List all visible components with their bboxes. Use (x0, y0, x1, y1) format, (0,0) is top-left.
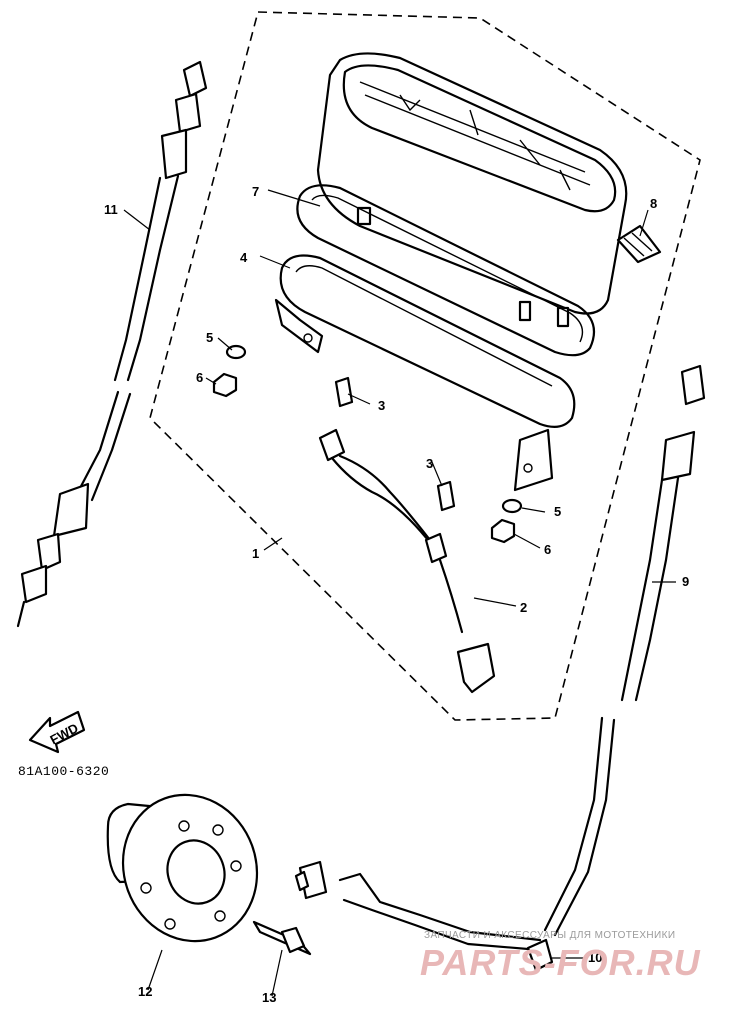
watermark-tagline: ЗАПЧАСТИ И АКСЕССУАРЫ ДЛЯ МОТОТЕХНИКИ (424, 930, 676, 941)
callout-8: 8 (650, 196, 657, 211)
drive-pin (252, 920, 312, 956)
callout-2: 2 (520, 600, 527, 615)
wire-harness (318, 428, 496, 694)
bulb-upper (334, 376, 354, 408)
callout-1: 1 (252, 546, 259, 561)
callout-numbers: 1 2 3 3 4 5 5 6 6 7 8 9 10 11 12 13 (104, 184, 689, 1005)
drive-gear-flange (106, 793, 259, 943)
bulb-lower (436, 480, 456, 512)
fwd-arrow-icon: FWD (28, 710, 86, 754)
callout-5b: 5 (554, 504, 561, 519)
callout-12: 12 (138, 984, 152, 999)
washer-right (501, 498, 523, 514)
gasket (296, 184, 596, 357)
watermark-logo: PARTS-FOR.RU (420, 942, 701, 983)
callout-10: 10 (588, 950, 602, 965)
trip-knob (616, 224, 662, 264)
callout-7: 7 (252, 184, 259, 199)
tacho-cable (16, 60, 208, 628)
leader-lines (123, 189, 676, 997)
callout-9: 9 (682, 574, 689, 589)
meter-housing (316, 52, 628, 328)
callout-5a: 5 (206, 330, 213, 345)
callout-6a: 6 (196, 370, 203, 385)
callout-3a: 3 (378, 398, 385, 413)
nut-left (212, 372, 238, 398)
callout-11: 11 (104, 202, 118, 217)
nut-right (490, 518, 516, 544)
callout-3b: 3 (426, 456, 433, 471)
callout-4: 4 (240, 250, 248, 265)
cable-clip (526, 938, 554, 972)
meter-bracket (274, 254, 576, 492)
callout-6b: 6 (544, 542, 551, 557)
speedo-cable (294, 364, 706, 952)
diagram-code: 81A100-6320 (18, 764, 110, 779)
callout-13: 13 (262, 990, 276, 1005)
